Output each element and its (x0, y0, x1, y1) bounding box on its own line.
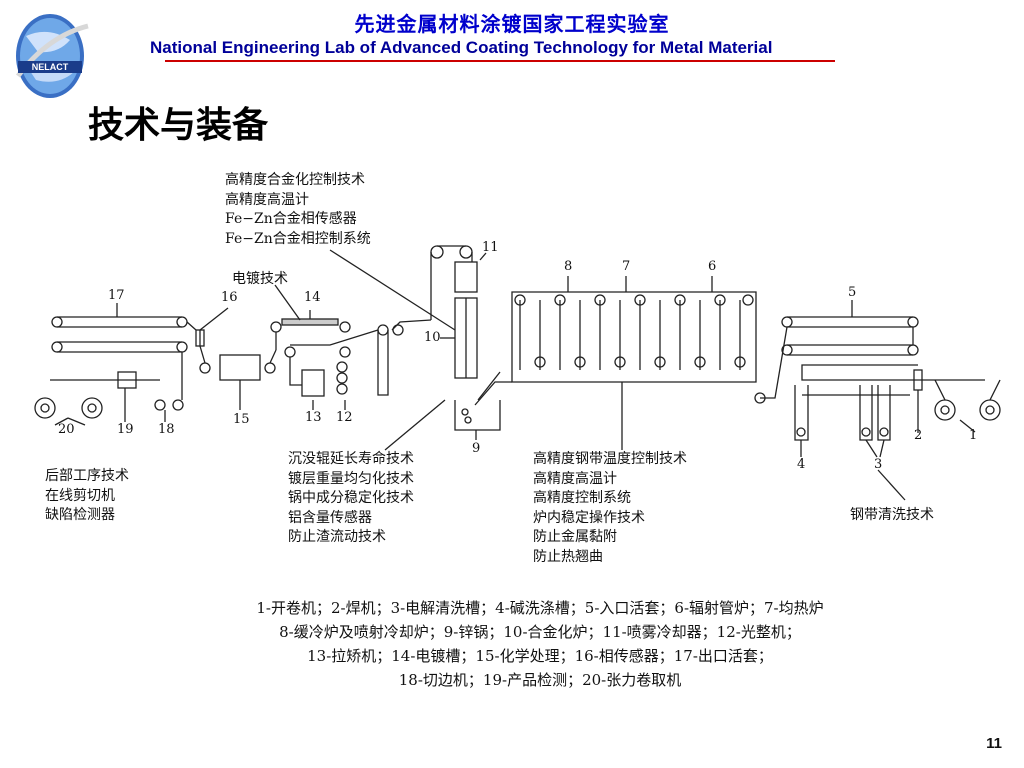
label-11: 11 (482, 240, 499, 255)
label-18: 18 (158, 422, 175, 437)
label-5: 5 (848, 285, 857, 300)
exit-looper (51, 316, 188, 353)
label-9: 9 (472, 441, 481, 456)
strip-cleaning-annotation: 钢带清洗技术 (850, 507, 934, 523)
uncoiler (934, 379, 1001, 421)
legend-line-4: 18-切边机；19-产品检测；20-张力卷取机 (398, 671, 682, 689)
label-7: 7 (622, 259, 631, 274)
electroplating-annotation: 电镀技术 (232, 271, 288, 287)
lab-logo: NELACT (16, 14, 89, 98)
tension-leveller (301, 369, 325, 397)
alloy-control-annotation: 高精度合金化控制技术 高精度高温计 Fe−Zn合金相传感器 Fe−Zn合金相控制… (225, 172, 371, 247)
header-rule (165, 60, 835, 62)
annealing-furnace (511, 291, 766, 404)
label-10: 10 (424, 330, 441, 345)
label-14: 14 (304, 290, 321, 305)
label-2: 2 (914, 428, 923, 443)
page-title: 技术与装备 (88, 105, 269, 146)
spray-cooler (454, 261, 478, 293)
lab-name-chinese: 先进金属材料涂镀国家工程实验室 (354, 12, 670, 36)
equipment-legend: 1-开卷机；2-焊机；3-电解清洗槽；4-碱洗涤槽；5-入口活套；6-辐射管炉；… (100, 596, 980, 692)
galvanizing-line-diagram (34, 245, 1001, 501)
page-number: 11 (986, 735, 1002, 752)
lab-name-english: National Engineering Lab of Advanced Coa… (150, 38, 773, 57)
label-3: 3 (874, 457, 883, 472)
label-15: 15 (233, 412, 250, 427)
entry-looper (781, 316, 919, 356)
zinc-pot (454, 400, 501, 431)
label-16: 16 (221, 290, 238, 305)
label-4: 4 (797, 457, 806, 472)
zinc-pot-annotation: 沉没辊延长寿命技术 镀层重量均匀化技术 锅中成分稳定化技术 铝含量传感器 防止渣… (288, 451, 414, 545)
post-process-annotation: 后部工序技术 在线剪切机 缺陷检测器 (45, 468, 129, 523)
furnace-annotation: 高精度钢带温度控制技术 高精度高温计 高精度控制系统 炉内稳定操作技术 防止金属… (533, 451, 687, 565)
label-13: 13 (305, 410, 322, 425)
chemical-treatment (219, 354, 261, 381)
electroplating-bath (281, 318, 339, 326)
label-20: 20 (58, 422, 75, 437)
product-inspection (117, 371, 137, 389)
label-1: 1 (969, 428, 978, 443)
logo-text: NELACT (32, 62, 69, 72)
legend-line-3: 13-拉矫机；14-电镀槽；15-化学处理；16-相传感器；17-出口活套； (307, 647, 773, 665)
label-17: 17 (108, 288, 125, 303)
cleaning-tanks (794, 385, 891, 441)
label-19: 19 (117, 422, 134, 437)
label-6: 6 (708, 259, 717, 274)
legend-line-1: 1-开卷机；2-焊机；3-电解清洗槽；4-碱洗涤槽；5-入口活套；6-辐射管炉；… (256, 599, 824, 617)
label-12: 12 (336, 410, 353, 425)
label-8: 8 (564, 259, 573, 274)
legend-line-2: 8-缓冷炉及喷射冷却炉；9-锌锅；10-合金化炉；11-喷雾冷却器；12-光整机… (279, 623, 801, 641)
